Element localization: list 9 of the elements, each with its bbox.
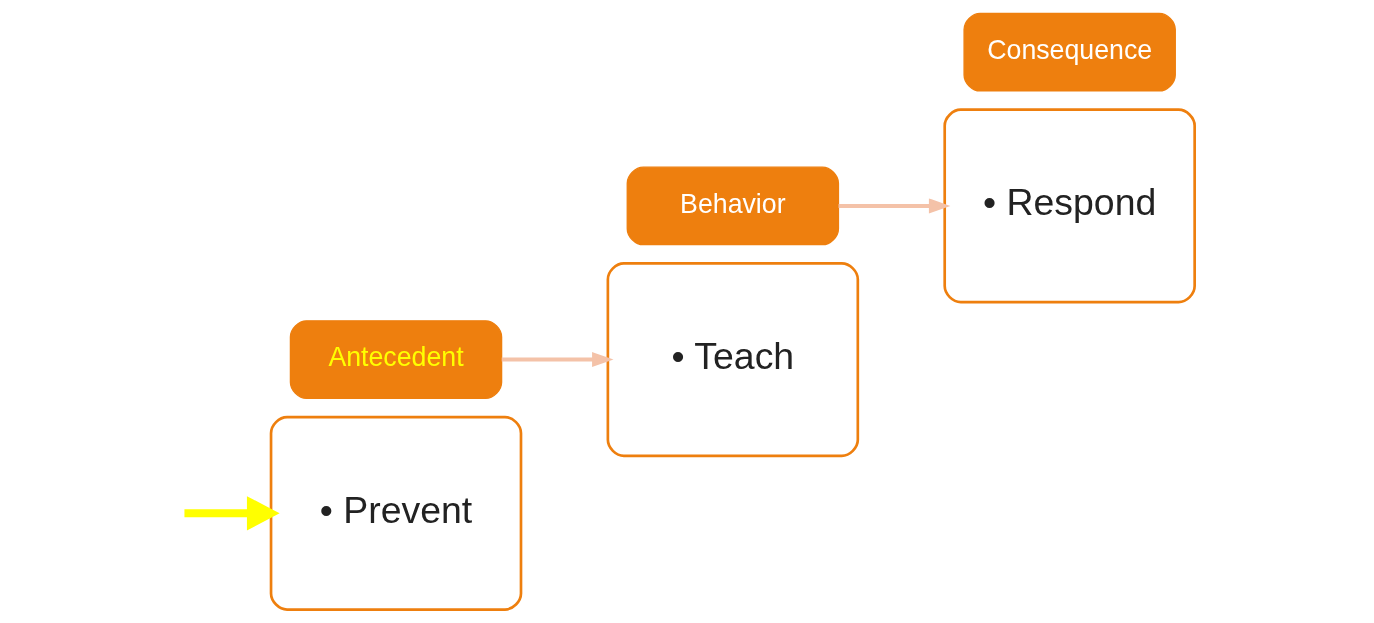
node-box: • Respond [943, 108, 1196, 304]
node-box: • Teach [606, 262, 860, 458]
node-box: Consequence [963, 12, 1176, 92]
arrow [838, 198, 951, 214]
arrow [501, 352, 614, 368]
node-box: Behavior [626, 166, 840, 246]
arrow [184, 496, 280, 531]
node-box: • Prevent [269, 415, 523, 611]
node-box: Antecedent [289, 320, 503, 400]
